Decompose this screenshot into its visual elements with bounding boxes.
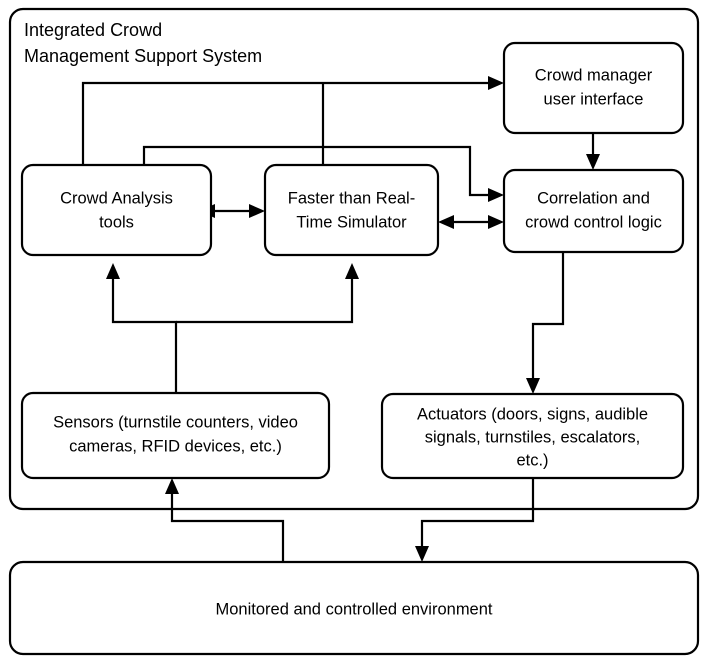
- node-correlation-and-crowd-control-logic-label-line-1: Correlation and: [537, 189, 650, 207]
- edge-sensors-to-analysis: [111, 275, 178, 393]
- node-actuators-label-line-1: Actuators (doors, signs, audible: [417, 405, 648, 423]
- edge-analysis-to-user-interface-arrowhead: [488, 76, 504, 90]
- edge-user-interface-to-correlation-arrowhead: [586, 154, 600, 170]
- node-monitored-and-controlled-environment-box[interactable]: [8, 560, 700, 656]
- edge-sensors-to-simulator-arrowhead: [345, 263, 359, 279]
- node-actuators-box[interactable]: [380, 392, 685, 480]
- edge-environment-to-sensors: [170, 490, 285, 562]
- node-faster-than-real-time-simulator-label-line-1: Faster than Real-: [288, 189, 415, 207]
- edge-actuators-to-environment-arrowhead: [415, 546, 429, 562]
- edge-analysis-simulator-arrowhead-right: [249, 204, 265, 218]
- node-sensors-label-line-1: Sensors (turnstile counters, video: [53, 413, 298, 431]
- node-crowd-manager-user-interface-label-line-2: user interface: [544, 90, 644, 108]
- node-crowd-analysis-tools-label-line-1: Crowd Analysis: [60, 189, 173, 207]
- node-crowd-manager-user-interface[interactable]: Crowd manager user interface: [502, 41, 685, 135]
- node-sensors-box[interactable]: [20, 391, 331, 480]
- edge-simulator-correlation-arrowhead-left: [438, 215, 454, 229]
- edge-analysis-to-user-interface: [81, 81, 492, 165]
- node-correlation-and-crowd-control-logic[interactable]: Correlation and crowd control logic: [502, 168, 685, 254]
- node-faster-than-real-time-simulator-box[interactable]: [263, 163, 440, 257]
- diagram-title-line-1: Integrated Crowd: [24, 20, 162, 40]
- node-monitored-and-controlled-environment[interactable]: Monitored and controlled environment: [8, 560, 700, 656]
- node-crowd-analysis-tools[interactable]: Crowd Analysis tools: [20, 163, 213, 257]
- node-correlation-and-crowd-control-logic-box[interactable]: [502, 168, 685, 254]
- node-crowd-manager-user-interface-label-line-1: Crowd manager: [535, 66, 653, 84]
- node-actuators-label-line-3: etc.): [516, 451, 548, 469]
- node-correlation-and-crowd-control-logic-label-line-2: crowd control logic: [525, 213, 662, 231]
- edge-sensors-to-analysis-arrowhead: [106, 263, 120, 279]
- node-crowd-analysis-tools-box[interactable]: [20, 163, 213, 257]
- diagram-title-line-2: Management Support System: [24, 46, 262, 66]
- node-faster-than-real-time-simulator[interactable]: Faster than Real- Time Simulator: [263, 163, 440, 257]
- node-crowd-analysis-tools-label-line-2: tools: [99, 213, 134, 231]
- node-actuators-label-line-2: signals, turnstiles, escalators,: [425, 428, 641, 446]
- edge-analysis-to-correlation-arrowhead: [488, 188, 504, 202]
- edge-correlation-to-actuators-arrowhead: [526, 378, 540, 394]
- node-sensors-label-line-2: cameras, RFID devices, etc.): [69, 437, 282, 455]
- edge-actuators-to-environment: [420, 478, 535, 550]
- node-faster-than-real-time-simulator-label-line-2: Time Simulator: [296, 213, 407, 231]
- edge-analysis-to-correlation: [142, 145, 492, 197]
- edge-simulator-correlation-arrowhead-right: [488, 215, 504, 229]
- node-sensors[interactable]: Sensors (turnstile counters, video camer…: [20, 391, 331, 480]
- edge-environment-to-sensors-arrowhead: [165, 478, 179, 494]
- node-monitored-and-controlled-environment-label: Monitored and controlled environment: [216, 600, 493, 618]
- edge-sensors-to-simulator: [176, 275, 354, 324]
- edge-correlation-to-actuators: [531, 252, 565, 382]
- node-actuators[interactable]: Actuators (doors, signs, audible signals…: [380, 392, 685, 480]
- node-crowd-manager-user-interface-box[interactable]: [502, 41, 685, 135]
